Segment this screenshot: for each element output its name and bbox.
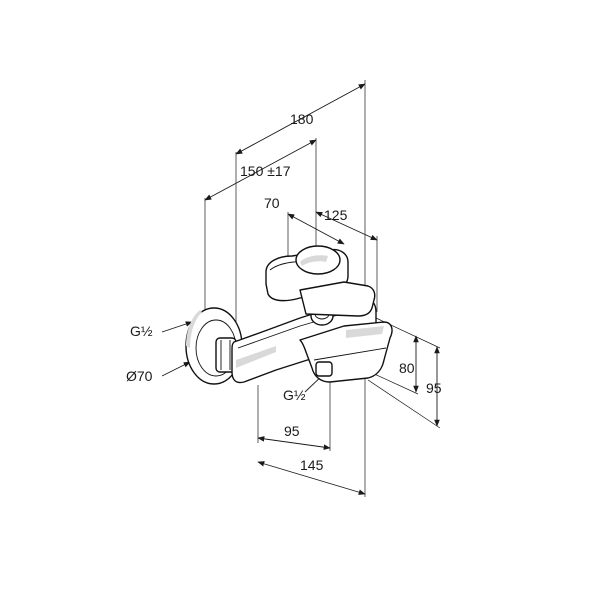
label-lever-offset: 70 xyxy=(264,195,280,211)
dim-line-145 xyxy=(257,461,366,495)
label-lever-depth: 125 xyxy=(324,207,348,223)
label-spout-reach: 145 xyxy=(300,457,324,473)
label-spout-height: 80 xyxy=(399,360,415,376)
faucet-body xyxy=(185,245,393,385)
label-inlet-spacing: 150 ±17 xyxy=(240,163,291,179)
label-outlet-thread: G½ xyxy=(283,387,306,403)
dim-line-150 xyxy=(204,139,317,201)
dim-line-95-horizontal xyxy=(257,436,331,450)
label-outlet-offset: 95 xyxy=(284,423,300,439)
label-escutcheon-diameter: Ø70 xyxy=(126,368,153,384)
label-total-height: 95 xyxy=(426,380,442,396)
label-inlet-thread: G½ xyxy=(130,323,153,339)
outlet xyxy=(315,361,333,377)
dimension-lines xyxy=(204,83,440,495)
dim-line-125 xyxy=(315,211,378,241)
label-overall-depth: 180 xyxy=(290,111,314,127)
dimension-labels: 180 150 ±17 70 125 80 95 95 145 G½ Ø70 G… xyxy=(126,111,442,473)
